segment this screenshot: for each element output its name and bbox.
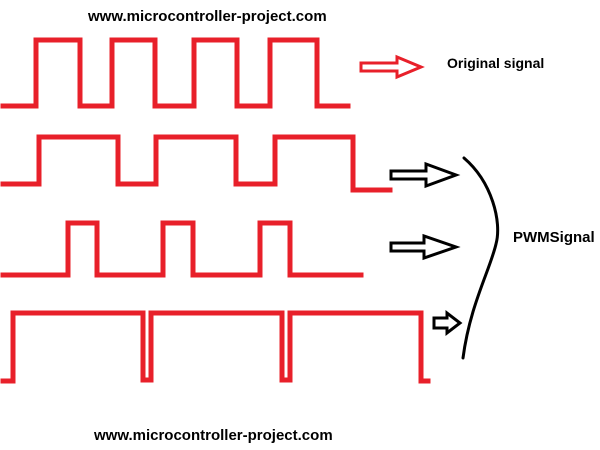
header-url: www.microcontroller-project.com [88, 8, 327, 25]
original-signal-wave [0, 37, 351, 109]
pwm-wave-1 [0, 134, 393, 193]
pwm-wave-3 [0, 310, 431, 384]
arrow-pwm-1-icon [389, 161, 461, 189]
arrow-pwm-3-icon [432, 309, 463, 337]
original-signal-label: Original signal [447, 55, 545, 71]
pwm-signal-label: PWMSignal [513, 229, 595, 246]
arrow-original-icon [359, 54, 425, 80]
arrow-pwm-2-icon [389, 233, 461, 261]
pwm-wave-2 [0, 220, 364, 278]
footer-url: www.microcontroller-project.com [94, 427, 333, 444]
pwm-brace-icon [461, 156, 500, 360]
